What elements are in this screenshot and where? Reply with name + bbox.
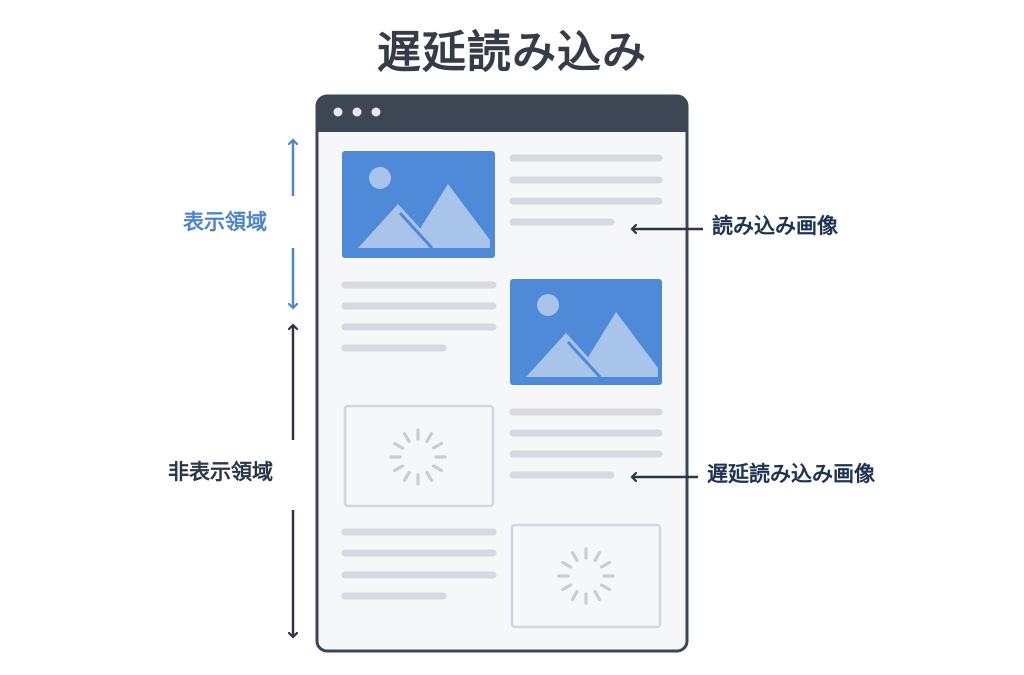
browser-title-bar [317,96,687,132]
loaded-image-annotation: 読み込み画像 [712,214,838,238]
loaded-image-1 [342,151,495,258]
text-block [509,154,663,226]
loaded-image-2 [510,279,662,385]
lazy-image-placeholder-1 [343,404,495,508]
diagram-title: 遅延読み込み [377,27,647,78]
window-dot-icon [352,107,362,117]
text-block [341,528,497,600]
window-dot-icon [333,107,343,117]
lazy-image-annotation: 遅延読み込み画像 [707,462,875,486]
loading-spinner-icon [557,547,615,605]
window-dot-icon [371,107,381,117]
lazy-image-placeholder-2 [510,523,662,629]
hidden-region-label: 非表示領域 [168,460,273,484]
text-block [341,281,497,352]
loading-spinner-icon [389,428,447,486]
text-block [509,408,663,479]
visible-region-label: 表示領域 [183,210,267,234]
